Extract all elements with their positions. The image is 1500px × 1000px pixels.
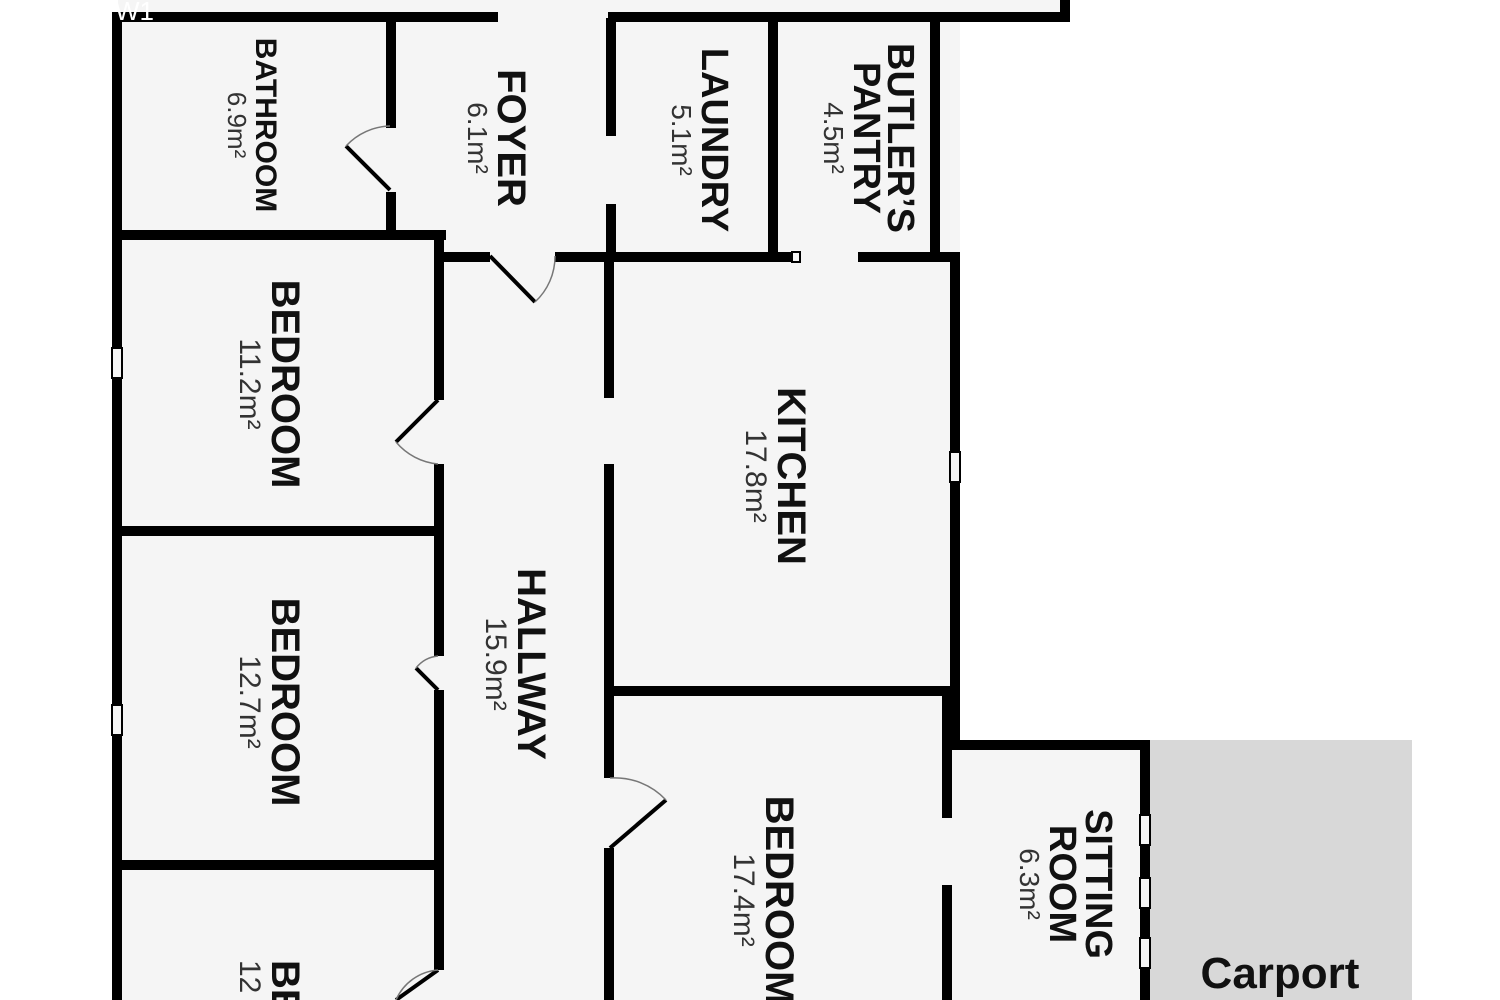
room-area: 4.5m² <box>818 102 849 174</box>
room-area: 17.8m² <box>739 429 772 522</box>
room-hallway: HALLWAY 15.9m² <box>479 568 553 760</box>
carport-label: Carport <box>1201 949 1360 998</box>
room-bedroom-3: BEDROOM 17.4m² <box>727 796 801 1000</box>
room-name-line2: ROOM <box>1041 825 1083 943</box>
windows <box>111 251 1151 969</box>
room-area: 6.9m² <box>222 92 252 159</box>
walls <box>112 0 1150 1000</box>
room-area: 15.9m² <box>479 617 512 710</box>
corner-label: W1 <box>115 0 154 26</box>
room-name: BEDROOM <box>263 598 307 807</box>
room-bedroom-1: BEDROOM 11.2m² <box>233 280 307 489</box>
room-area: 6.1m² <box>462 102 493 174</box>
room-name: BEDROOM <box>757 796 801 1000</box>
room-bedroom-4: BED 12 <box>233 960 307 1000</box>
room-area: 17.4m² <box>727 853 760 946</box>
room-sitting-room: SITTING ROOM 6.3m² <box>1014 809 1119 959</box>
room-area: 11.2m² <box>233 338 266 429</box>
room-name: HALLWAY <box>509 568 553 760</box>
room-laundry: LAUNDRY 5.1m² <box>666 48 735 232</box>
room-kitchen: KITCHEN 17.8m² <box>739 387 813 565</box>
room-area: 12.7m² <box>233 655 266 748</box>
room-name-line1: SITTING <box>1077 809 1119 959</box>
floor-areas <box>118 0 1500 1000</box>
room-name: KITCHEN <box>769 387 813 565</box>
room-area: 6.3m² <box>1014 848 1045 920</box>
room-name: LAUNDRY <box>693 48 735 232</box>
doors <box>344 125 668 1000</box>
room-name: BEDROOM <box>263 280 307 489</box>
room-name: BED <box>263 960 307 1000</box>
carport-area <box>1150 740 1412 1000</box>
room-name: FOYER <box>489 69 533 207</box>
room-butlers-pantry: BUTLER’S PANTRY 4.5m² <box>818 43 921 233</box>
room-name: BATHROOM <box>249 38 282 212</box>
room-bathroom: BATHROOM 6.9m² <box>222 38 282 212</box>
room-bedroom-2: BEDROOM 12.7m² <box>233 598 307 807</box>
room-area: 5.1m² <box>666 104 697 176</box>
room-name-line1: BUTLER’S <box>879 43 921 233</box>
room-foyer: FOYER 6.1m² <box>462 69 533 207</box>
room-name-line2: PANTRY <box>845 62 887 214</box>
room-area: 12 <box>233 960 266 993</box>
